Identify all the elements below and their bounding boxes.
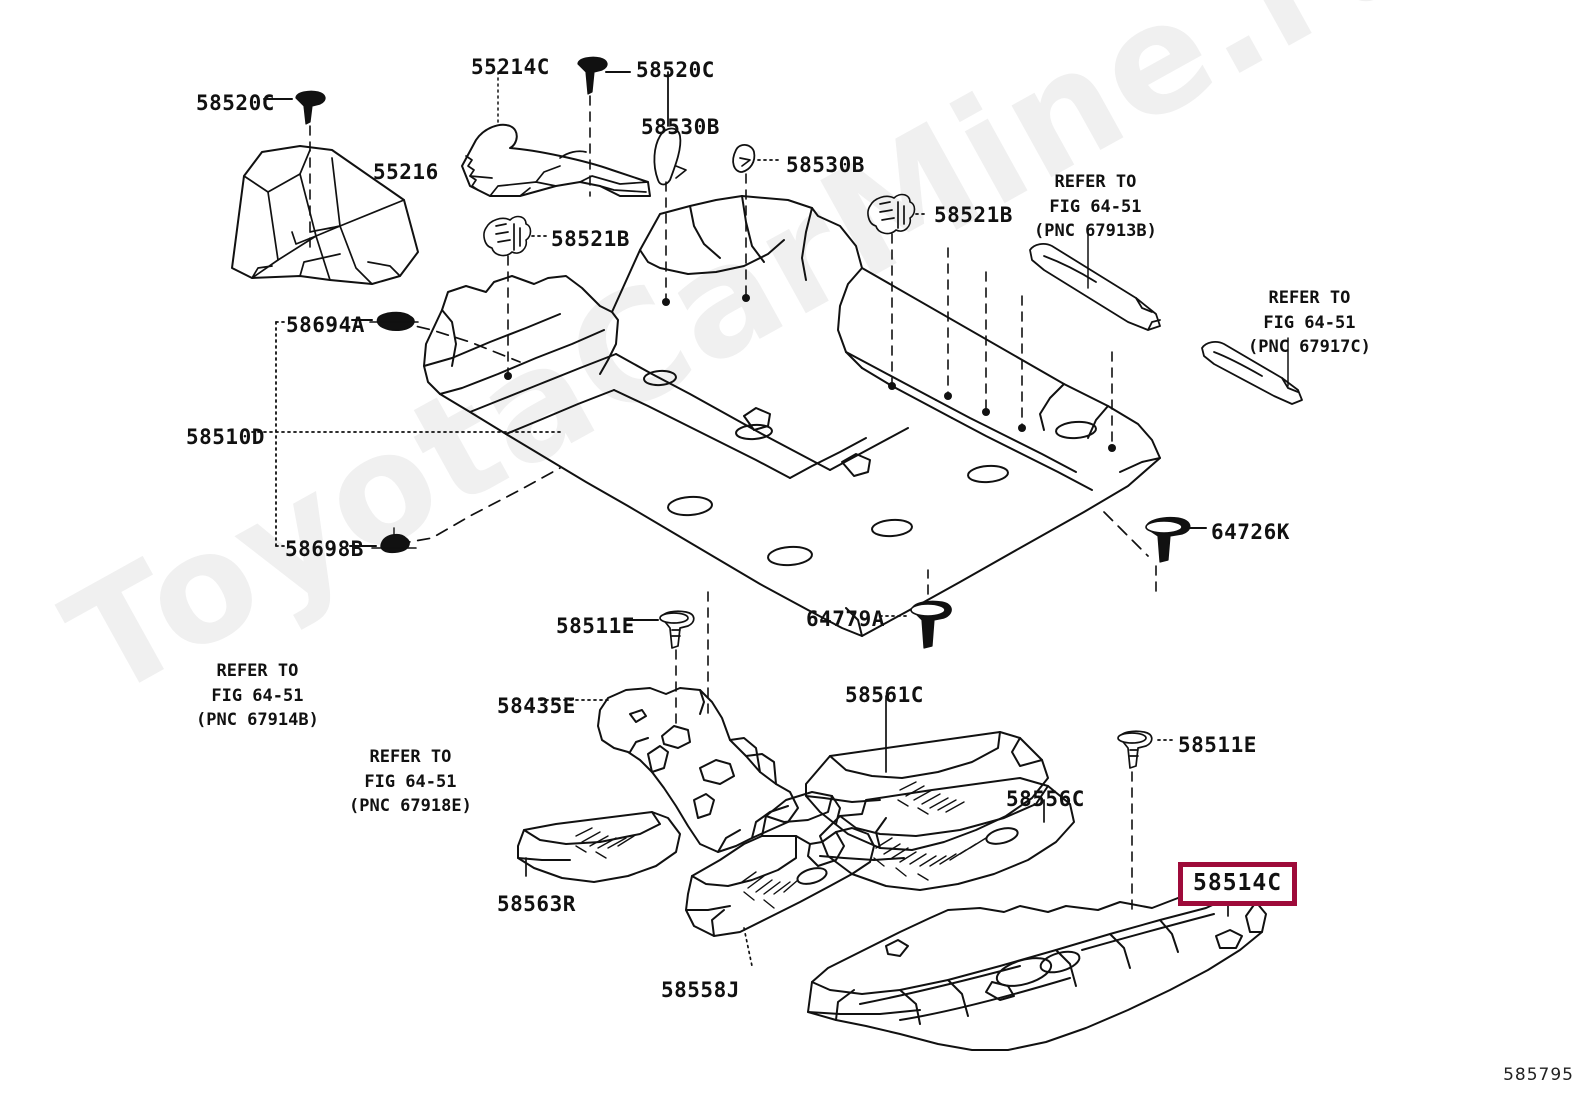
part-label-58530b-right[interactable]: 58530B [786,153,865,177]
part-label-58435e[interactable]: 58435E [497,694,576,718]
part-label-55216[interactable]: 55216 [373,160,439,184]
part-label-58511e-left[interactable]: 58511E [556,614,635,638]
figure-number: 585795 [1503,1065,1574,1085]
reference-note-67913b[interactable]: REFER TO FIG 64-51 (PNC 67913B) [1034,172,1157,242]
part-shape-58521b-left [483,215,532,257]
part-label-58694a[interactable]: 58694A [286,313,365,337]
part-shape-58520c-left [295,90,326,125]
part-shape-ref-67913b [1029,243,1161,331]
part-label-58521b-right[interactable]: 58521B [934,203,1013,227]
part-shape-64779a [910,600,952,649]
part-shape-58514c [807,895,1267,1051]
leader-58694a [397,321,521,363]
part-shape-58521b-right [867,193,916,235]
part-label-58520c-left[interactable]: 58520C [196,91,275,115]
part-shape-58558j [685,791,875,937]
part-label-58530b-left[interactable]: 58530B [641,115,720,139]
part-label-58558j[interactable]: 58558J [661,978,740,1002]
highlighted-part-label[interactable]: 58514C [1178,862,1298,906]
part-label-58561c[interactable]: 58561C [845,683,924,707]
leader-dash-64726k [1103,511,1149,557]
part-shape-58694a [369,311,419,331]
reference-note-67918e[interactable]: REFER TO FIG 64-51 (PNC 67918E) [349,747,472,817]
part-shape-58435e [597,687,799,853]
leader-58698b [397,467,561,545]
bracket-58510d [251,321,561,547]
part-shape-58511e-left [659,610,695,649]
part-label-55214c[interactable]: 55214C [471,55,550,79]
part-label-64779a[interactable]: 64779A [806,607,885,631]
part-label-58520c-right[interactable]: 58520C [636,58,715,82]
part-shape-58563r [517,811,681,883]
part-shape-64726k [1145,516,1191,563]
part-shape-58510d [423,195,1161,637]
part-label-64726k[interactable]: 64726K [1211,520,1290,544]
part-shape-58511e-right [1117,730,1153,769]
part-shape-58698b [371,527,417,554]
part-shape-58556c [819,777,1075,891]
part-shape-58530b-left [653,127,687,186]
part-label-58521b-left[interactable]: 58521B [551,227,630,251]
part-label-58563r[interactable]: 58563R [497,892,576,916]
part-label-58698b[interactable]: 58698B [285,537,364,561]
part-label-58511e-right[interactable]: 58511E [1178,733,1257,757]
part-shape-58530b-right [732,144,756,173]
part-label-58510d[interactable]: 58510D [186,425,265,449]
part-label-58556c[interactable]: 58556C [1006,787,1085,811]
part-shape-55214c [461,123,651,197]
carpet-attachment-points [504,294,1116,622]
reference-note-67914b[interactable]: REFER TO FIG 64-51 (PNC 67914B) [196,661,319,731]
part-shape-58520c-right [577,56,608,95]
part-shape-ref-67917c [1201,341,1303,405]
reference-note-67917c[interactable]: REFER TO FIG 64-51 (PNC 67917C) [1248,288,1371,358]
leader-58558j [743,927,753,967]
